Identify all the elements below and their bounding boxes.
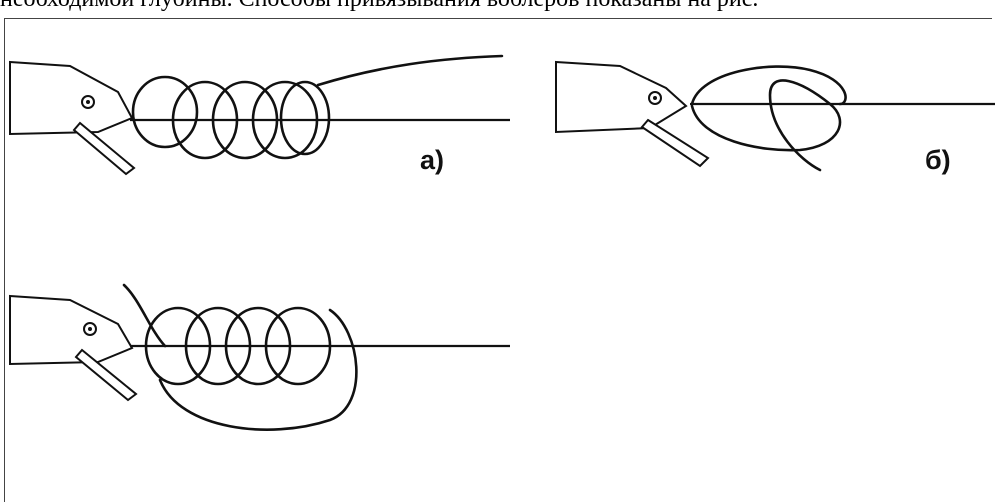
knot-a1	[130, 56, 510, 158]
lure-b1	[556, 62, 708, 166]
knot-a2	[124, 285, 510, 430]
lure-a2	[10, 296, 136, 400]
panel-a-label: а)	[420, 145, 444, 176]
lure-a1	[10, 62, 134, 174]
panel-b-label: б)	[925, 145, 951, 176]
